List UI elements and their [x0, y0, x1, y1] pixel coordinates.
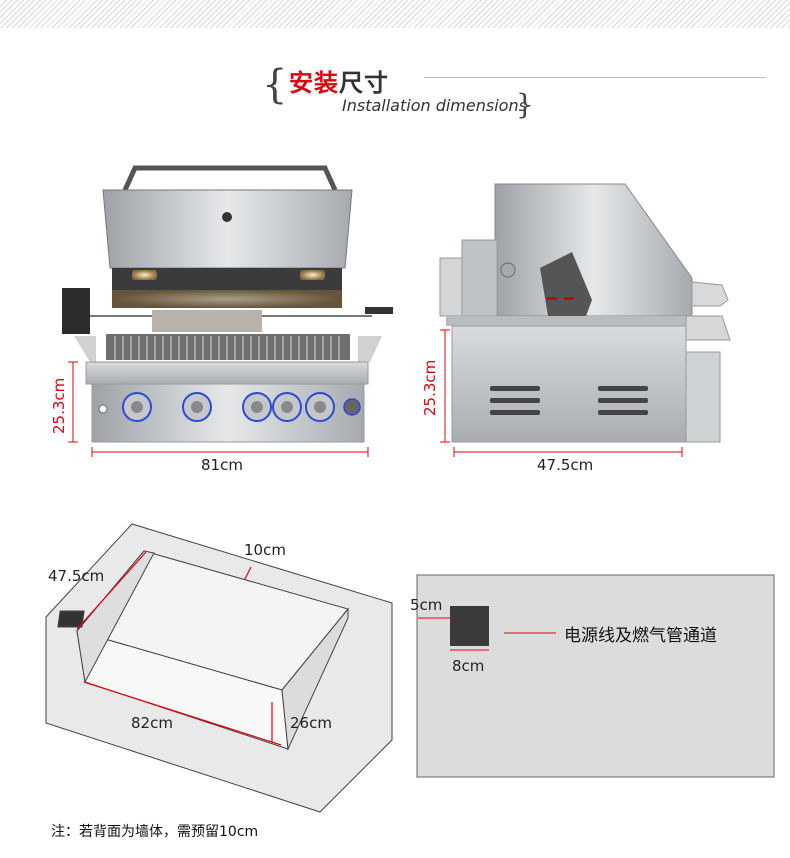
- title-rule: [424, 77, 766, 78]
- side-grill-view: [439, 183, 731, 443]
- right-brace: }: [516, 88, 534, 121]
- side-height-label: 25.3cm: [421, 359, 439, 416]
- cabinet-width-label: 82cm: [131, 714, 173, 732]
- cutout-panel: [416, 574, 775, 778]
- side-depth-label: 47.5cm: [537, 456, 594, 474]
- cabinet-dimension-lines: [76, 551, 282, 746]
- front-width-label: 81cm: [201, 456, 243, 474]
- side-dimension-lines: [440, 329, 683, 457]
- cabinet-back-gap-label: 10cm: [244, 541, 286, 559]
- front-height-label: 25.3cm: [50, 377, 68, 434]
- installation-note: 注：若背面为墙体，需预留10cm: [51, 824, 259, 840]
- cabinet-height-label: 26cm: [290, 714, 332, 732]
- hatched-header-band: [0, 0, 790, 28]
- front-grill-view: [62, 165, 393, 443]
- cutout-size-label: 8cm: [452, 657, 485, 675]
- front-dimension-lines: [68, 361, 369, 457]
- cabinet-diagram: [45, 523, 393, 813]
- cabinet-depth-label: 47.5cm: [48, 567, 105, 585]
- cutout-channel-label: 电源线及燃气管通道: [564, 626, 717, 646]
- cutout-offset-label: 5cm: [410, 596, 443, 614]
- title-english: Installation dimensions: [342, 96, 527, 115]
- title-chinese: 安装尺寸: [289, 69, 389, 97]
- left-brace: {: [262, 62, 288, 108]
